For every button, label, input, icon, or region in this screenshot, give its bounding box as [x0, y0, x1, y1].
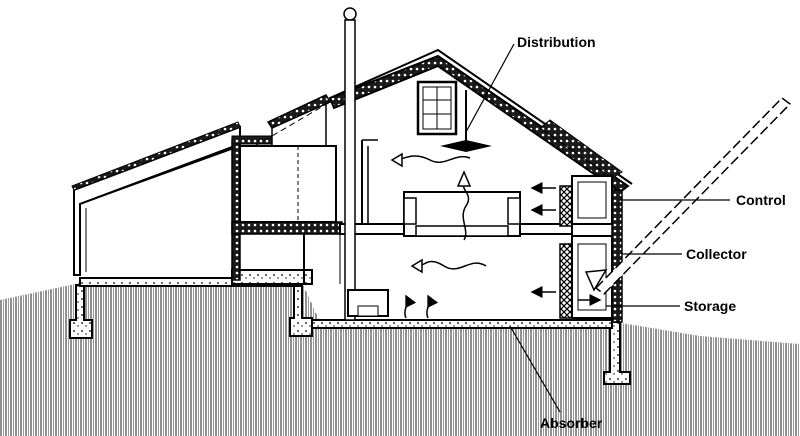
label-control: Control [736, 192, 786, 208]
chimney [343, 7, 389, 321]
ceiling-fan [440, 90, 492, 152]
sunspace [71, 121, 241, 276]
loft-storage [239, 145, 337, 223]
label-storage: Storage [684, 298, 736, 314]
ground-section [0, 278, 800, 436]
label-absorber: Absorber [540, 415, 603, 431]
gable-window [416, 80, 458, 136]
sun-ray [584, 97, 792, 295]
clerestory [254, 94, 332, 147]
foundation [69, 269, 631, 385]
lower-room [303, 234, 341, 284]
label-collector: Collector [686, 246, 747, 262]
main-roof [328, 48, 633, 194]
loft-furniture [403, 191, 521, 237]
leader-lines [465, 43, 730, 413]
label-distribution: Distribution [517, 34, 596, 50]
airflow-arrows [390, 152, 602, 319]
